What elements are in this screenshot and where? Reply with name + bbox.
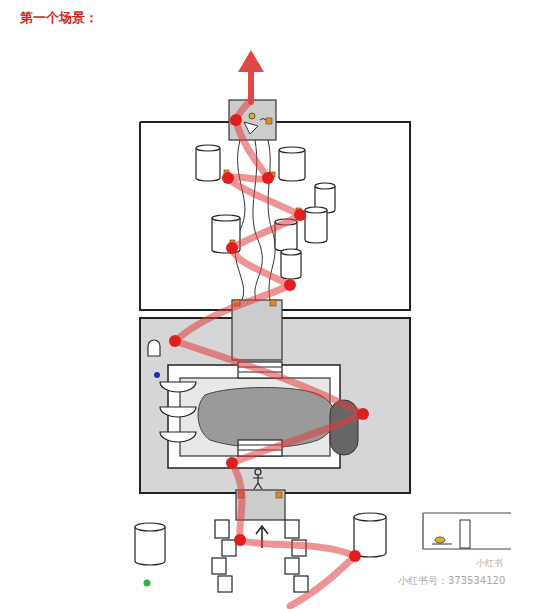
cylinders-part (315, 183, 335, 189)
lower-room-part-part (255, 469, 261, 475)
lower-room-part (198, 388, 335, 448)
player-route-part-part (222, 172, 234, 184)
lower-room-part (154, 372, 160, 378)
cylinders-part (305, 210, 327, 243)
watermark-id-box: 小红书号：373534120 (398, 570, 505, 588)
player-route-part-part (230, 114, 242, 126)
cylinders-part (196, 148, 220, 181)
cylinders-part (305, 207, 327, 213)
inset-sketch-part (460, 520, 470, 548)
player-route-part-part (234, 534, 246, 546)
corridors-part-part (276, 492, 282, 498)
lower-room-part (148, 340, 160, 356)
corridors-part (249, 113, 255, 119)
player-route-part-part (294, 209, 306, 221)
cylinders-part (196, 145, 220, 151)
cylinders-part (281, 249, 301, 255)
cylinders-part (354, 513, 386, 521)
player-route-part (169, 114, 369, 562)
entry-pillars-part (222, 540, 236, 556)
cylinders-part (135, 527, 165, 565)
inset-sketch-part (432, 544, 452, 545)
corridors-part-part (270, 300, 276, 306)
lower-room-part (160, 382, 196, 392)
player-route-part-part (169, 335, 181, 347)
player-route-part-part (226, 242, 238, 254)
lower-room-part (253, 469, 263, 489)
watermark-logo-box: 小红书 (476, 552, 503, 570)
player-route-part-part (349, 550, 361, 562)
cylinders (135, 145, 386, 565)
inset-sketch-part (423, 513, 511, 549)
cylinders-part (281, 252, 301, 279)
corridors-part-part (266, 118, 272, 124)
watermark-id: 小红书号：373534120 (398, 575, 505, 586)
green-dot (144, 580, 151, 587)
player-route-part (238, 50, 264, 72)
upper-room (140, 122, 410, 310)
lower-room-part-part (253, 475, 263, 489)
inset-sketch (423, 513, 511, 549)
scene-title: 第一个场景： (20, 10, 98, 25)
cylinders-part (354, 517, 386, 557)
player-route-part-part (357, 408, 369, 420)
entry-pillars-part (215, 520, 229, 538)
entry-pillars-part (218, 576, 232, 592)
entry-pillars-part (285, 558, 299, 574)
entry-pillars (212, 520, 308, 592)
lower-room-part (160, 432, 196, 442)
cylinders-part (279, 150, 305, 181)
entry-pillars-part (285, 520, 299, 538)
corridors-part (244, 122, 258, 134)
player-route-part-part (262, 172, 274, 184)
cylinders-part (135, 523, 165, 531)
cylinders-part (212, 218, 240, 253)
scene-title-box: 第一个场景： (20, 8, 98, 27)
watermark-logo: 小红书 (476, 558, 503, 568)
cylinders-part (212, 215, 240, 221)
player-route-part-part (284, 279, 296, 291)
inset-sketch-part (435, 537, 445, 543)
corridors-part (232, 300, 282, 360)
player-route (169, 50, 369, 606)
upper-room-part (140, 122, 410, 310)
player-route-part (175, 100, 363, 606)
entry-pillars-part (212, 558, 226, 574)
corridors-part (229, 100, 276, 140)
lower-room-part (160, 407, 196, 417)
cylinders-part (279, 147, 305, 153)
entry-pillars-part (294, 576, 308, 592)
player-route-part-part (226, 457, 238, 469)
